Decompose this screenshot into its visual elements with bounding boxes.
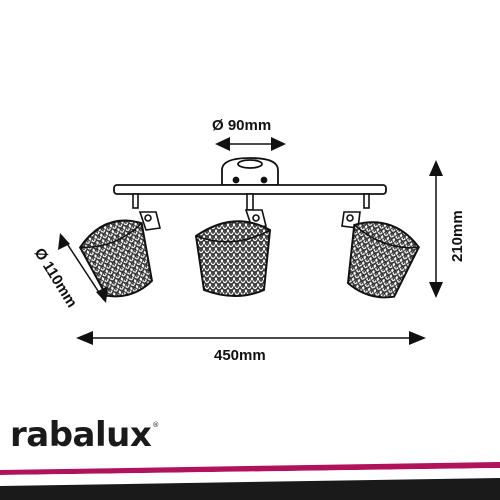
brand-logo: rabalux®: [10, 418, 159, 452]
height-label: 210mm: [449, 210, 466, 262]
ceiling-canopy: [221, 157, 279, 186]
mounting-bar: [113, 184, 387, 195]
height-arrow: [429, 160, 443, 298]
base-diameter-arrows: [215, 137, 286, 151]
base-diameter-label: Ø 90mm: [212, 117, 271, 134]
registered-mark: ®: [152, 421, 159, 429]
shade-diameter-label: Ø 110mm: [31, 245, 81, 311]
spotlight-right: [341, 193, 420, 299]
brand-name: rabalux: [10, 415, 152, 455]
shade-diameter-arrows: [58, 233, 108, 303]
spotlight-middle: [194, 193, 272, 297]
width-label: 450mm: [214, 347, 266, 364]
footer-stripe: [0, 462, 500, 500]
spotlight-left: [78, 193, 161, 298]
width-arrow: [76, 331, 426, 345]
